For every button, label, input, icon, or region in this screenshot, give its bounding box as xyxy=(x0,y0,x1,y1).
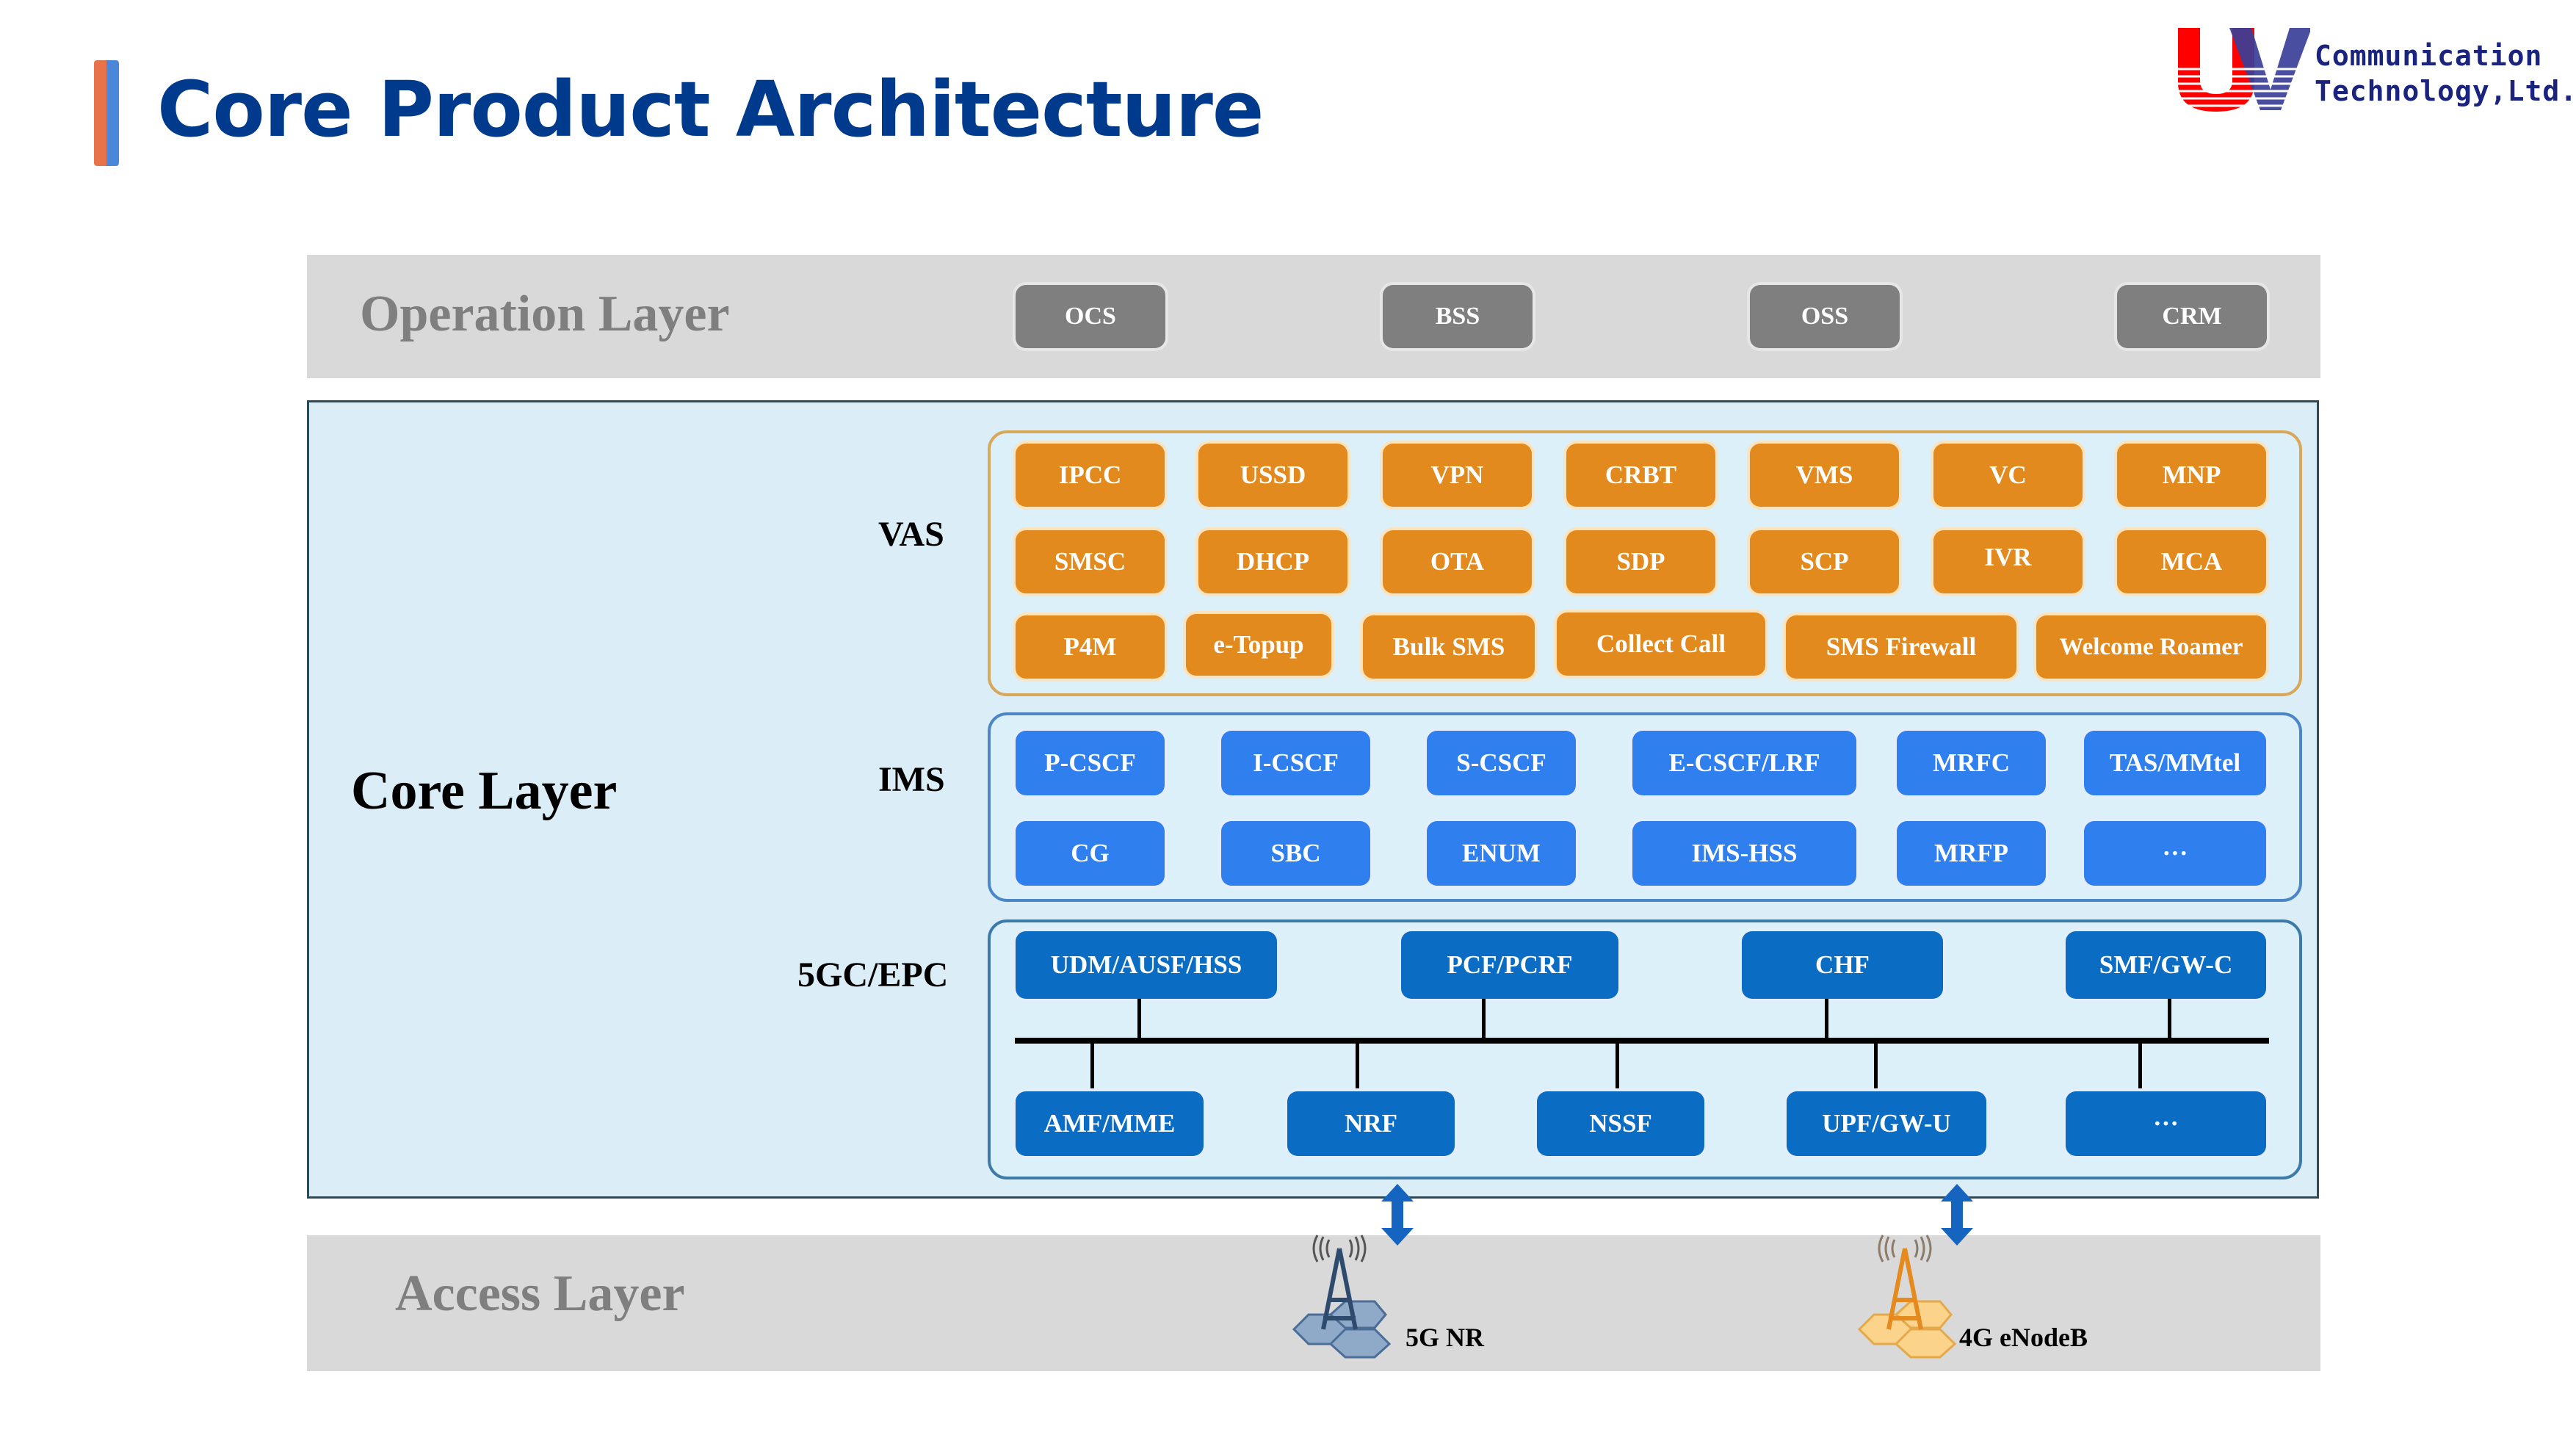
operation-item-bss: BSS xyxy=(1383,285,1533,348)
vas-node: IPCC xyxy=(1016,444,1165,507)
epc-node: NSSF xyxy=(1537,1091,1704,1156)
ims-node: E-CSCF/LRF xyxy=(1632,731,1856,795)
connector-line xyxy=(1482,999,1486,1040)
vas-node: MNP xyxy=(2117,444,2266,507)
vas-node: DHCP xyxy=(1198,530,1347,593)
epc-node: CHF xyxy=(1742,931,1943,999)
operation-layer xyxy=(307,255,2320,378)
epc-node: PCF/PCRF xyxy=(1401,931,1618,999)
epc-node: UPF/GW-U xyxy=(1787,1091,1986,1156)
vas-node: SMS Firewall xyxy=(1786,615,2016,679)
ims-node: MRFC xyxy=(1897,731,2046,795)
4g-enodeb-label: 4G eNodeB xyxy=(1959,1323,2088,1352)
connector-line xyxy=(1874,1041,1878,1091)
page-title: Core Product Architecture xyxy=(157,65,1264,154)
connector-line xyxy=(1825,999,1828,1040)
operation-item-ocs: OCS xyxy=(1016,285,1165,348)
ims-node: ENUM xyxy=(1427,821,1576,886)
ims-node: SBC xyxy=(1221,821,1370,886)
connector-line xyxy=(2138,1041,2142,1091)
core-layer-label: Core Layer xyxy=(351,761,618,821)
operation-item-oss: OSS xyxy=(1750,285,1900,348)
vas-node: OTA xyxy=(1383,530,1532,593)
uv-logo-icon xyxy=(2178,28,2310,112)
connector-line xyxy=(1616,1041,1619,1091)
ims-node: P-CSCF xyxy=(1016,731,1165,795)
ims-node: I-CSCF xyxy=(1221,731,1370,795)
access-layer xyxy=(307,1235,2320,1371)
company-logo: Communication Technology,Ltd. xyxy=(2178,24,2576,115)
vas-node: SMSC xyxy=(1016,530,1165,593)
epc-node: ··· xyxy=(2066,1091,2266,1156)
vas-node: MCA xyxy=(2117,530,2266,593)
connector-line xyxy=(1137,999,1141,1040)
epc-node: SMF/GW-C xyxy=(2066,931,2266,999)
vas-node: SCP xyxy=(1750,530,1899,593)
4g-radio-tower-icon xyxy=(1857,1235,1957,1359)
epc-label: 5GC/EPC xyxy=(797,955,949,994)
bidirectional-arrow-icon xyxy=(1941,1184,1973,1246)
5g-nr-label: 5G NR xyxy=(1405,1323,1484,1352)
epc-node: UDM/AUSF/HSS xyxy=(1016,931,1277,999)
ims-node: S-CSCF xyxy=(1427,731,1576,795)
vas-node: Welcome Roamer xyxy=(2036,615,2266,679)
title-accent-bar xyxy=(94,60,119,166)
access-layer-label: Access Layer xyxy=(395,1265,685,1322)
operation-item-crm: CRM xyxy=(2117,285,2267,348)
service-bus-line xyxy=(1015,1038,2269,1044)
ims-node: MRFP xyxy=(1897,821,2046,886)
epc-node: AMF/MME xyxy=(1016,1091,1204,1156)
ims-label: IMS xyxy=(878,760,945,799)
ims-node: CG xyxy=(1016,821,1165,886)
connector-line xyxy=(1090,1041,1094,1091)
5g-radio-tower-icon xyxy=(1292,1235,1392,1359)
connector-line xyxy=(1356,1041,1359,1091)
vas-label: VAS xyxy=(878,515,944,554)
epc-node: NRF xyxy=(1287,1091,1455,1156)
operation-layer-label: Operation Layer xyxy=(360,286,730,342)
connector-line xyxy=(2168,999,2171,1040)
vas-node: P4M xyxy=(1016,615,1165,679)
vas-node: VMS xyxy=(1750,444,1899,507)
vas-node: CRBT xyxy=(1566,444,1715,507)
ims-node: IMS-HSS xyxy=(1632,821,1856,886)
vas-node: Collect Call xyxy=(1557,613,1765,676)
vas-node: SDP xyxy=(1566,530,1715,593)
vas-node: e-Topup xyxy=(1186,614,1331,676)
bidirectional-arrow-icon xyxy=(1381,1184,1414,1246)
ims-node: TAS/MMtel xyxy=(2084,731,2266,795)
vas-node: VC xyxy=(1933,444,2083,507)
vas-node: IVR xyxy=(1933,530,2083,593)
vas-node: VPN xyxy=(1383,444,1532,507)
vas-node: USSD xyxy=(1198,444,1347,507)
logo-text-line2: Technology,Ltd. xyxy=(2315,75,2576,107)
vas-node: Bulk SMS xyxy=(1363,615,1535,679)
logo-text-line1: Communication xyxy=(2315,40,2543,72)
ims-node: ··· xyxy=(2084,821,2266,886)
